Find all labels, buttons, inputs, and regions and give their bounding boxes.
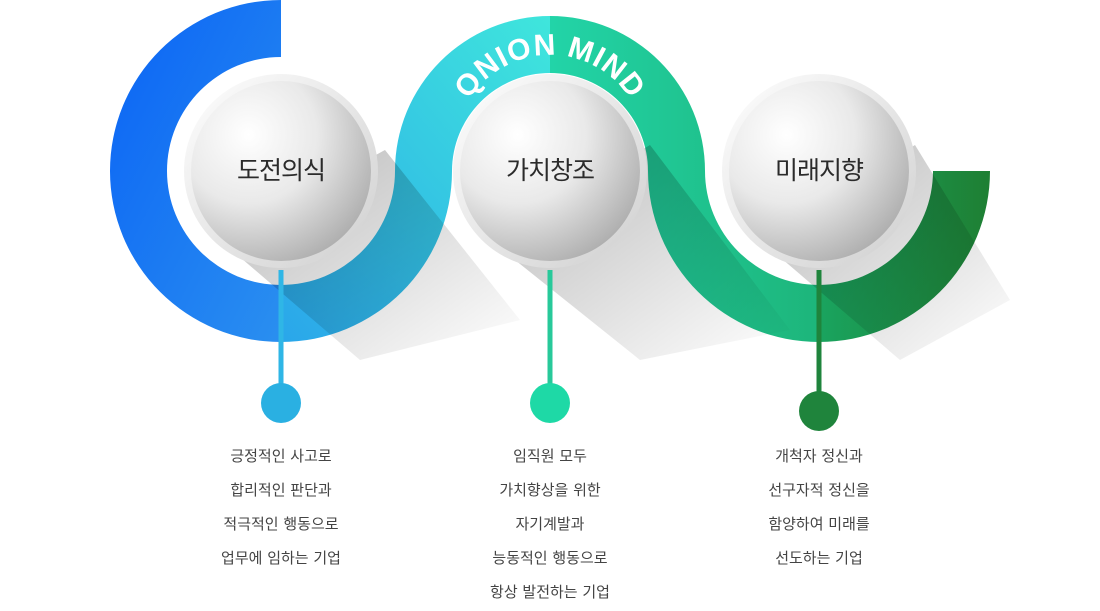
value-circle bbox=[460, 81, 640, 261]
description-line: 임직원 모두 bbox=[513, 447, 587, 465]
description-line: 자기계발과 bbox=[515, 515, 585, 533]
value-circle bbox=[729, 81, 909, 261]
value-title: 도전의식 bbox=[236, 156, 326, 185]
ribbon-teal-segment bbox=[550, 16, 819, 342]
description-line: 선도하는 기업 bbox=[775, 549, 863, 567]
connector-dot bbox=[530, 383, 570, 423]
description-line: 합리적인 판단과 bbox=[230, 481, 332, 499]
connector-lines bbox=[261, 270, 839, 431]
description-line: 업무에 임하는 기업 bbox=[221, 549, 341, 567]
value-title: 가치창조 bbox=[505, 156, 595, 185]
description-line: 함양하여 미래를 bbox=[768, 515, 870, 533]
description-line: 개척자 정신과 bbox=[775, 447, 863, 465]
connector-dot bbox=[799, 391, 839, 431]
description-line: 가치향상을 위한 bbox=[499, 481, 601, 499]
description-line: 능동적인 행동으로 bbox=[492, 549, 608, 567]
description-line: 항상 발전하는 기업 bbox=[490, 583, 610, 601]
value-circle bbox=[191, 81, 371, 261]
description-line: 긍정적인 사고로 bbox=[230, 447, 332, 465]
description-line: 적극적인 행동으로 bbox=[223, 515, 339, 533]
description-line: 선구자적 정신을 bbox=[768, 481, 870, 499]
ribbon-cyan-segment bbox=[281, 16, 550, 342]
connector-dot bbox=[261, 383, 301, 423]
ribbon-blue-segment bbox=[110, 0, 281, 342]
value-title: 미래지향 bbox=[774, 156, 864, 185]
value-circles bbox=[184, 74, 916, 268]
